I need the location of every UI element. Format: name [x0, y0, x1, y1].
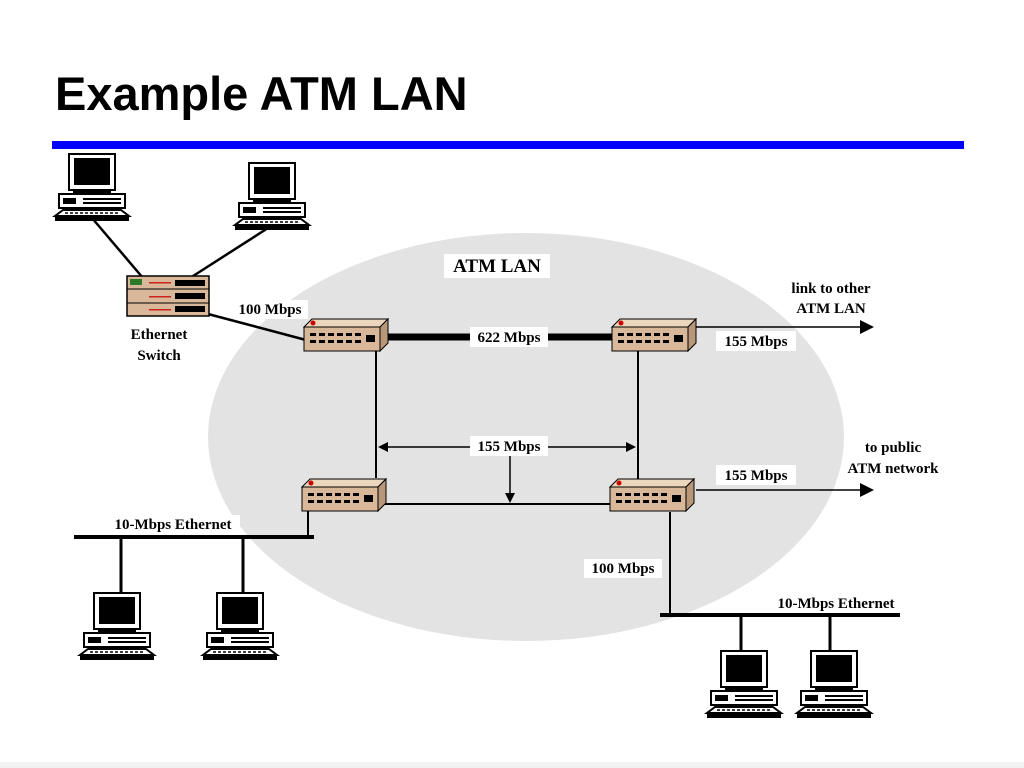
computer-icon: [796, 650, 872, 719]
computer-icon: [54, 153, 130, 222]
ethernet-switch-label-line1: Ethernet: [131, 327, 188, 343]
public-label-line2: ATM network: [848, 461, 940, 477]
left-ethernet-label: 10-Mbps Ethernet: [114, 517, 231, 533]
ethernet-switch-label-line2: Switch: [137, 348, 181, 364]
public-speed-label: 155 Mbps: [725, 468, 788, 484]
cloud-label: ATM LAN: [453, 256, 541, 277]
trunk-speed-label: 622 Mbps: [478, 330, 541, 346]
atm-switch-icon: [609, 478, 695, 512]
atm-switch-icon: [303, 318, 389, 352]
arrow-icon: [505, 493, 515, 503]
span-speed-label: 155 Mbps: [478, 439, 541, 455]
arrow-icon: [860, 320, 874, 334]
arrow-icon: [860, 483, 874, 497]
computer-icon: [706, 650, 782, 719]
switch-link-speed-label: 100 Mbps: [239, 302, 302, 318]
computer-icon: [202, 592, 278, 661]
arrow-icon: [378, 442, 388, 452]
footer-strip: [0, 762, 1024, 768]
atm-switch-icon: [611, 318, 697, 352]
ethernet-switch-icon: [126, 275, 210, 317]
other-lan-label-line2: ATM LAN: [796, 301, 865, 317]
title-rule: [52, 141, 964, 149]
atm-switch-icon: [301, 478, 387, 512]
down-link-speed-label: 100 Mbps: [592, 561, 655, 577]
arrow-icon: [626, 442, 636, 452]
public-label-line1: to public: [865, 440, 922, 456]
computer-icon: [79, 592, 155, 661]
other-lan-label-line1: link to other: [791, 281, 871, 297]
computer-icon: [234, 162, 310, 231]
other-lan-speed-label: 155 Mbps: [725, 334, 788, 350]
right-ethernet-label: 10-Mbps Ethernet: [777, 596, 894, 612]
slide-title: Example ATM LAN: [55, 67, 468, 120]
